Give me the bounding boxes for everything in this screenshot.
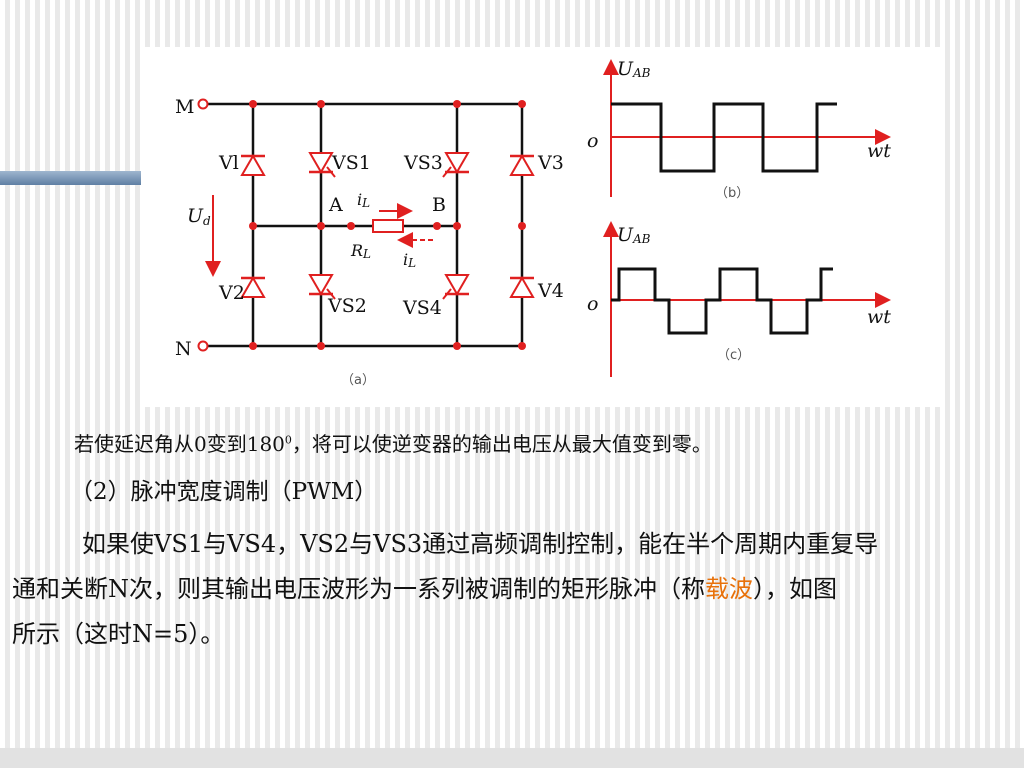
para-line-2: 通和关断N次，则其输出电压波形为一系列被调制的矩形脉冲（称载波），如图: [12, 567, 1017, 612]
thyristor-vs4: [442, 274, 470, 300]
figure-svg: M N Vl V2 V3 V4 VS1 VS3 VS2 VS4 A B Ud i…: [175, 58, 891, 388]
diode-v3: [509, 154, 535, 176]
diode-v2: [240, 276, 266, 298]
accent-bar: [0, 171, 142, 185]
caption-c: （c）: [717, 348, 750, 363]
wave-b-time-label: wt: [867, 140, 891, 162]
label-vs2: VS2: [327, 295, 367, 317]
diode-v4: [509, 276, 535, 298]
bottom-band: [0, 748, 1024, 768]
figure-caption-text: 若使延迟角从0变到1800，将可以使逆变器的输出电压从最大值变到零。: [74, 428, 712, 457]
section-heading: （2）脉冲宽度调制（PWM）: [70, 479, 378, 505]
label-ud: Ud: [187, 205, 211, 228]
waveform-c: UAB o wt （c）: [587, 221, 891, 377]
label-rl: RL: [350, 241, 371, 261]
wave-b-origin: o: [587, 130, 598, 152]
label-v1: Vl: [218, 152, 239, 174]
junction-dots: [249, 100, 526, 350]
highlight-term: 载波: [705, 575, 753, 603]
label-node-a: A: [328, 194, 343, 216]
caption-superscript: 0: [284, 433, 292, 447]
label-il-top: iL: [357, 190, 370, 210]
wave-c-axis-label: UAB: [617, 224, 651, 246]
body-paragraph: 如果使VS1与VS4，VS2与VS3通过高频调制控制，能在半个周期内重复导 通和…: [12, 522, 1017, 657]
thyristor-vs1: [308, 152, 336, 178]
thyristor-vs3: [442, 152, 470, 178]
label-n: N: [175, 338, 192, 360]
label-vs1: VS1: [331, 152, 371, 174]
label-v2: V2: [218, 282, 245, 304]
para-line-3: 所示（这时N=5）。: [12, 620, 225, 648]
terminal-n: [197, 340, 209, 352]
load-resistor: [372, 219, 404, 233]
label-vs4: VS4: [402, 297, 442, 319]
thyristor-vs2: [308, 274, 336, 300]
waveform-b: UAB o wt （b）: [587, 58, 891, 201]
label-v4: V4: [537, 280, 564, 302]
para-line-2-after: ），如图: [753, 575, 837, 603]
wave-c-origin: o: [587, 293, 598, 315]
terminal-m: [197, 98, 209, 110]
label-m: M: [175, 96, 194, 118]
label-il-bottom: iL: [403, 250, 416, 270]
para-line-1: 如果使VS1与VS4，VS2与VS3通过高频调制控制，能在半个周期内重复导: [82, 530, 879, 558]
circuit-figure: M N Vl V2 V3 V4 VS1 VS3 VS2 VS4 A B Ud i…: [141, 47, 944, 407]
label-v3: V3: [537, 152, 564, 174]
wave-b-axis-label: UAB: [617, 58, 651, 80]
caption-a: （a）: [341, 373, 375, 388]
caption-after: ，将可以使逆变器的输出电压从最大值变到零。: [291, 432, 712, 456]
label-node-b: B: [432, 194, 446, 216]
para-line-2-before: 通和关断N次，则其输出电压波形为一系列被调制的矩形脉冲（称: [12, 575, 705, 603]
caption-b: （b）: [715, 186, 749, 201]
label-vs3: VS3: [403, 152, 443, 174]
diode-v1: [240, 154, 266, 176]
wave-c-time-label: wt: [867, 306, 891, 328]
caption-before: 若使延迟角从0变到180: [74, 432, 285, 456]
